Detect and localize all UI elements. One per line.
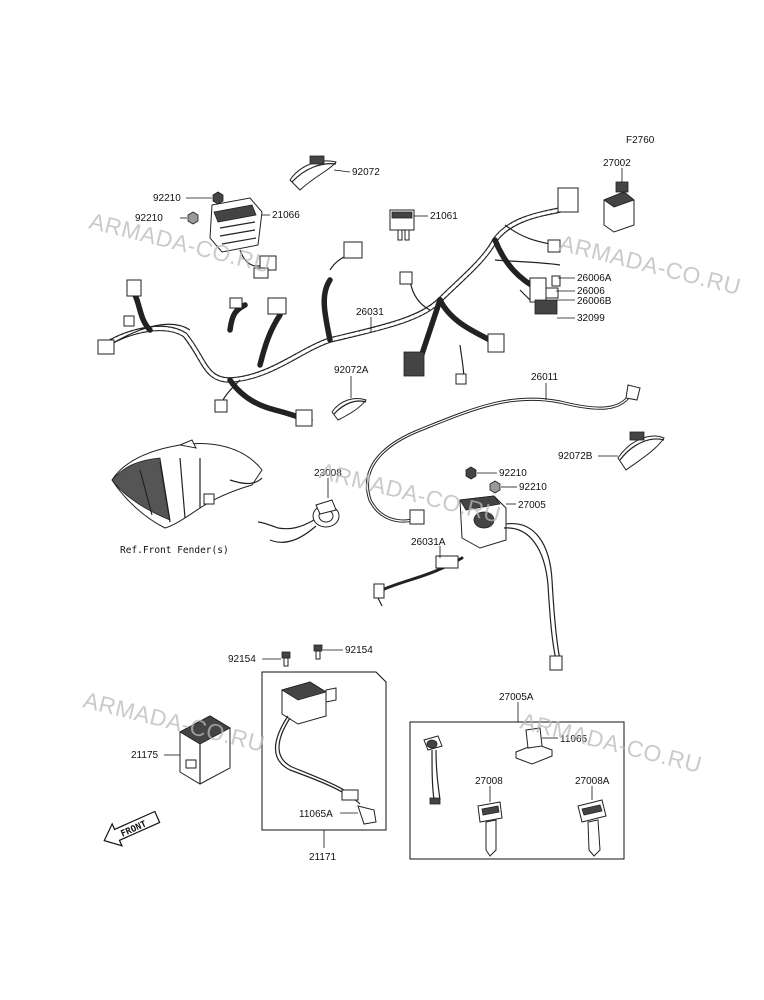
label-92072A: 92072A xyxy=(334,365,369,376)
nut-92210-c[interactable] xyxy=(465,466,477,480)
front-fender-ref xyxy=(111,439,263,529)
sub-harness-26031A[interactable] xyxy=(373,555,464,607)
socket-23008[interactable] xyxy=(257,499,340,543)
label-26006: 26006 xyxy=(577,286,605,297)
label-92210-b: 92210 xyxy=(135,213,163,224)
label-26006B: 26006B xyxy=(577,296,612,307)
watermark-5: ARMADA-CO.RU xyxy=(518,708,705,778)
label-26006A: 26006A xyxy=(577,273,612,284)
label-11065: 11065 xyxy=(560,734,588,745)
label-27005A: 27005A xyxy=(499,692,534,703)
label-23008: 23008 xyxy=(314,468,342,479)
box-21171 xyxy=(261,671,387,831)
cable-26011[interactable] xyxy=(365,384,641,525)
label-92210-d: 92210 xyxy=(519,482,547,493)
ignition-coil-21171[interactable] xyxy=(275,681,377,825)
relay-21061[interactable] xyxy=(389,209,415,241)
label-32099: 32099 xyxy=(577,313,605,324)
band-92072B[interactable] xyxy=(617,431,665,471)
label-26011: 26011 xyxy=(531,372,559,383)
cap-11065[interactable] xyxy=(515,727,553,765)
label-21066: 21066 xyxy=(272,210,300,221)
label-21061: 21061 xyxy=(430,211,458,222)
page-code: F2760 xyxy=(626,135,655,146)
front-arrow: FRONT xyxy=(103,810,161,847)
label-92154-b: 92154 xyxy=(345,645,373,656)
watermark-4: ARMADA-CO.RU xyxy=(81,687,268,757)
label-92154-a: 92154 xyxy=(228,654,256,665)
nut-92210-a[interactable] xyxy=(212,191,224,205)
main-harness-26031[interactable] xyxy=(97,187,579,427)
nut-92210-b[interactable] xyxy=(187,211,199,225)
key-27008A[interactable] xyxy=(577,799,607,857)
label-21171: 21171 xyxy=(309,852,337,863)
label-27008A: 27008A xyxy=(575,776,610,787)
label-11065A: 11065A xyxy=(299,809,333,820)
label-92072B: 92072B xyxy=(558,451,593,462)
box-27005A xyxy=(409,721,625,860)
label-21175: 21175 xyxy=(131,750,159,761)
label-27005: 27005 xyxy=(518,500,546,511)
label-26031A: 26031A xyxy=(411,537,446,548)
label-92072: 92072 xyxy=(352,167,380,178)
label-27008: 27008 xyxy=(475,776,503,787)
label-26031: 26031 xyxy=(356,307,384,318)
ref-front-fender-note: Ref.Front Fender(s) xyxy=(120,545,229,556)
label-92210-a: 92210 xyxy=(153,193,181,204)
bolt-92154-b[interactable] xyxy=(313,644,323,660)
band-92072[interactable] xyxy=(289,155,337,191)
bolt-92154-a[interactable] xyxy=(281,651,291,667)
ignition-switch-27005[interactable] xyxy=(459,495,563,671)
nut-92210-d[interactable] xyxy=(489,480,501,494)
switch-assy[interactable] xyxy=(423,735,443,805)
brackets-26006[interactable] xyxy=(519,275,561,315)
label-92210-c: 92210 xyxy=(499,468,527,479)
ecu-21175[interactable] xyxy=(179,715,231,785)
label-27002: 27002 xyxy=(603,158,631,169)
key-27008[interactable] xyxy=(477,801,503,857)
block-27002[interactable] xyxy=(603,181,635,233)
regulator-21066[interactable] xyxy=(209,197,277,279)
band-92072A[interactable] xyxy=(331,398,367,421)
